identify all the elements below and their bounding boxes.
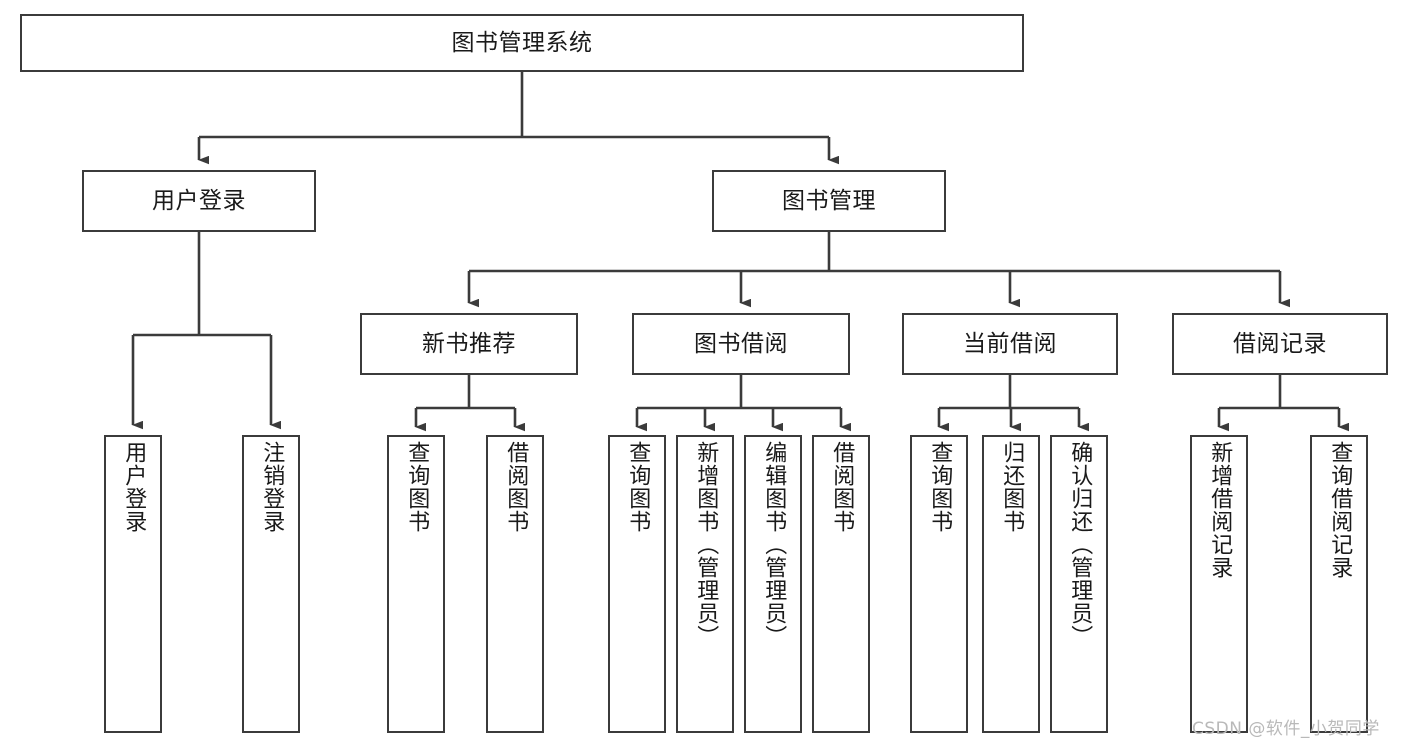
leaf-confirm-return[interactable]: 确认归还（管理员） (1050, 435, 1108, 733)
node-label: 归还图书 (999, 441, 1025, 533)
leaf-query-record[interactable]: 查询借阅记录 (1310, 435, 1368, 733)
node-label: 查询借阅记录 (1327, 441, 1353, 579)
node-new-book-rec[interactable]: 新书推荐 (360, 313, 578, 375)
node-label: 确认归还（管理员） (1067, 441, 1093, 648)
node-label: 图书管理系统 (451, 29, 593, 56)
node-root-system[interactable]: 图书管理系统 (20, 14, 1024, 72)
node-current-borrow[interactable]: 当前借阅 (902, 313, 1118, 375)
node-book-borrow[interactable]: 图书借阅 (632, 313, 850, 375)
node-label: 图书借阅 (694, 330, 788, 357)
leaf-borrow-book-1[interactable]: 借阅图书 (486, 435, 544, 733)
node-label: 用户登录 (121, 441, 147, 533)
node-label: 查询图书 (927, 441, 953, 533)
node-label: 借阅图书 (829, 441, 855, 533)
leaf-edit-book[interactable]: 编辑图书（管理员） (744, 435, 802, 733)
leaf-borrow-book-2[interactable]: 借阅图书 (812, 435, 870, 733)
node-label: 编辑图书（管理员） (761, 441, 787, 648)
node-label: 借阅图书 (503, 441, 529, 533)
leaf-user-login[interactable]: 用户登录 (104, 435, 162, 733)
node-label: 当前借阅 (963, 330, 1057, 357)
node-label: 借阅记录 (1233, 330, 1327, 357)
node-label: 查询图书 (404, 441, 430, 533)
node-label: 新书推荐 (422, 330, 516, 357)
node-label: 查询图书 (625, 441, 651, 533)
node-label: 新增图书（管理员） (693, 441, 719, 648)
leaf-return-book[interactable]: 归还图书 (982, 435, 1040, 733)
node-label: 新增借阅记录 (1207, 441, 1233, 579)
leaf-query-book-1[interactable]: 查询图书 (387, 435, 445, 733)
node-label: 图书管理 (782, 187, 876, 214)
node-user-login[interactable]: 用户登录 (82, 170, 316, 232)
leaf-logout[interactable]: 注销登录 (242, 435, 300, 733)
leaf-add-record[interactable]: 新增借阅记录 (1190, 435, 1248, 733)
leaf-query-book-3[interactable]: 查询图书 (910, 435, 968, 733)
node-label: 注销登录 (259, 441, 285, 533)
node-borrow-record[interactable]: 借阅记录 (1172, 313, 1388, 375)
leaf-query-book-2[interactable]: 查询图书 (608, 435, 666, 733)
watermark-text: CSDN @软件_小贺同学 (1192, 719, 1380, 739)
leaf-add-book[interactable]: 新增图书（管理员） (676, 435, 734, 733)
node-label: 用户登录 (152, 187, 246, 214)
node-book-manage[interactable]: 图书管理 (712, 170, 946, 232)
